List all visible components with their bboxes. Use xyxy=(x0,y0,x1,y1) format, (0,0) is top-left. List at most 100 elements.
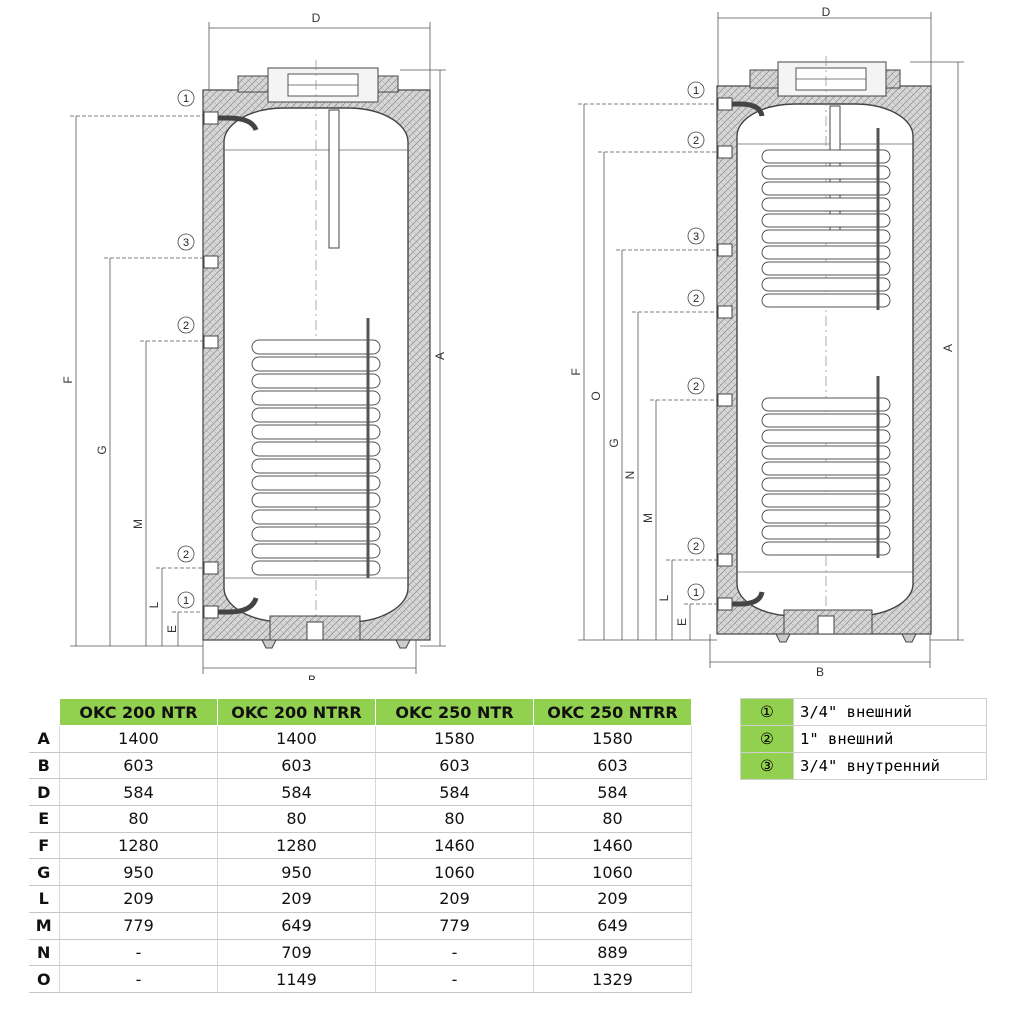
table-cell: 80 xyxy=(59,805,218,833)
row-key: N xyxy=(28,939,60,967)
table-cell: 1060 xyxy=(533,858,692,887)
anode-left xyxy=(328,109,340,249)
boiler-right xyxy=(716,56,932,643)
coil-turn xyxy=(761,261,891,276)
table-cell: 1280 xyxy=(217,832,376,860)
coil-turn xyxy=(761,413,891,428)
row-key: L xyxy=(28,885,60,913)
callouts-left xyxy=(177,89,195,609)
top-flange-right xyxy=(749,61,901,97)
legend-symbol: ③ xyxy=(740,752,794,780)
coil-turn xyxy=(761,181,891,196)
column-header: OKC 200 NTR xyxy=(59,698,218,726)
coil-turn xyxy=(251,492,381,508)
coil-turn xyxy=(251,441,381,457)
row-key: G xyxy=(28,858,60,887)
table-cell: 950 xyxy=(217,858,376,887)
table-cell: 603 xyxy=(217,752,376,780)
table-cell: 584 xyxy=(59,778,218,807)
coil-turn xyxy=(251,390,381,406)
legend-text: 1" внешний xyxy=(793,725,987,753)
base-right xyxy=(775,609,917,643)
legend-text: 3/4" внутренний xyxy=(793,752,987,780)
table-cell: 209 xyxy=(375,885,534,913)
table-cell: 209 xyxy=(59,885,218,913)
coil-turn xyxy=(761,277,891,292)
legend-symbol: ① xyxy=(740,698,794,726)
column-header: OKC 250 NTR xyxy=(375,698,534,726)
dim-label-d-left: D xyxy=(312,11,321,25)
table-cell: 80 xyxy=(375,805,534,833)
table-cell: 603 xyxy=(59,752,218,780)
dim-label-l-left: L xyxy=(147,601,161,608)
dim-label-f-right: F xyxy=(569,368,583,375)
table-cell: 584 xyxy=(217,778,376,807)
base-left xyxy=(261,615,411,649)
callout-right-5: 2 xyxy=(693,381,699,393)
column-header: OKC 250 NTRR xyxy=(533,698,692,726)
coil-turn xyxy=(761,541,891,556)
coil-turn xyxy=(251,458,381,474)
row-key: A xyxy=(28,725,60,753)
table-cell: 950 xyxy=(59,858,218,887)
coil-turn xyxy=(761,429,891,444)
table-cell: 649 xyxy=(533,912,692,940)
column-header: OKC 200 NTRR xyxy=(217,698,376,726)
table-cell: 1580 xyxy=(533,725,692,753)
table-row: O-1149-1329 xyxy=(28,965,692,993)
table-cell: 584 xyxy=(533,778,692,807)
callout-right-6: 2 xyxy=(693,541,699,553)
coil-turn xyxy=(251,526,381,542)
dim-label-d-right: D xyxy=(822,5,831,19)
table-cell: 1400 xyxy=(59,725,218,753)
boiler-left xyxy=(202,60,431,649)
table-cell: - xyxy=(59,939,218,967)
table-cell: 1060 xyxy=(375,858,534,887)
coil-turn xyxy=(251,407,381,423)
table-cell: 779 xyxy=(59,912,218,940)
row-key: F xyxy=(28,832,60,860)
coil-turn xyxy=(761,149,891,164)
dim-label-m-right: M xyxy=(641,513,655,523)
callout-right-4: 2 xyxy=(693,293,699,305)
dimensions-left xyxy=(70,22,446,674)
table-cell: 80 xyxy=(533,805,692,833)
dim-label-n-right: N xyxy=(623,471,637,480)
dim-label-g-left: G xyxy=(95,445,109,454)
table-cell: 603 xyxy=(533,752,692,780)
top-flange-left xyxy=(237,67,399,103)
table-cell: 209 xyxy=(217,885,376,913)
callout-left-2: 3 xyxy=(183,237,189,249)
row-key: E xyxy=(28,805,60,833)
table-cell: 1460 xyxy=(533,832,692,860)
table-cell: 709 xyxy=(217,939,376,967)
coil-turn xyxy=(761,493,891,508)
dim-label-e-right: E xyxy=(675,618,689,626)
coil-turn xyxy=(761,525,891,540)
coil-turn xyxy=(761,197,891,212)
coil-turn xyxy=(251,339,381,355)
table-cell: 584 xyxy=(375,778,534,807)
dim-label-e-left: E xyxy=(165,625,179,633)
callouts-right xyxy=(687,81,705,601)
table-corner xyxy=(28,698,60,726)
coil-turn xyxy=(251,356,381,372)
dim-label-b-right: B xyxy=(816,665,824,679)
dim-label-o-right: O xyxy=(589,391,603,400)
heating-coil-right-upper xyxy=(761,128,891,310)
table-cell: 209 xyxy=(533,885,692,913)
coil-turn xyxy=(251,543,381,559)
table-row: N-709-889 xyxy=(28,939,692,967)
boiler-drawings: D B A F G M L E D B A F O G N M L E 1 3 … xyxy=(61,5,964,680)
coil-turn xyxy=(761,229,891,244)
